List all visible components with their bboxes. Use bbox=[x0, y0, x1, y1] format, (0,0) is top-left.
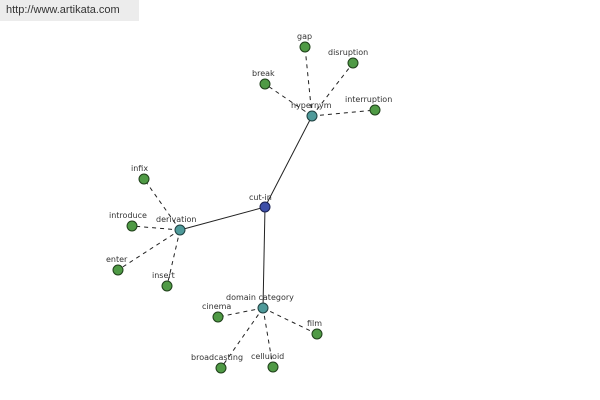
node-label: gap bbox=[297, 32, 312, 41]
node-label: introduce bbox=[109, 211, 147, 220]
edge-hypernym-break bbox=[264, 83, 313, 117]
edge-hypernym-interruption bbox=[311, 109, 376, 117]
node-domain-category[interactable]: domain category bbox=[226, 293, 294, 314]
node-film[interactable]: film bbox=[307, 319, 323, 340]
node-interruption[interactable]: interruption bbox=[345, 95, 392, 116]
node-label: broadcasting bbox=[191, 353, 243, 362]
node-hypernym[interactable]: hypernym bbox=[291, 101, 332, 122]
edge-derivation-insert bbox=[166, 229, 181, 287]
edge-domain-category-film bbox=[262, 307, 318, 335]
node-disruption[interactable]: disruption bbox=[328, 48, 368, 69]
node-label: interruption bbox=[345, 95, 392, 104]
node-broadcasting[interactable]: broadcasting bbox=[191, 353, 243, 374]
node-label: disruption bbox=[328, 48, 368, 57]
node-cinema[interactable]: cinema bbox=[202, 302, 231, 323]
node-introduce[interactable]: introduce bbox=[109, 211, 147, 232]
site-url[interactable]: http://www.artikata.com bbox=[0, 0, 139, 21]
node-label: infix bbox=[131, 164, 148, 173]
node-label: celluloid bbox=[251, 352, 284, 361]
node-label: cut-in bbox=[249, 193, 272, 202]
node-label: break bbox=[252, 69, 275, 78]
node-derivation[interactable]: derivation bbox=[156, 215, 196, 236]
edge-cut-in-derivation bbox=[179, 206, 266, 231]
edge-cut-in-hypernym bbox=[264, 115, 313, 208]
node-cut-in[interactable]: cut-in bbox=[249, 193, 272, 213]
node-break[interactable]: break bbox=[252, 69, 275, 90]
node-label: cinema bbox=[202, 302, 231, 311]
node-infix[interactable]: infix bbox=[131, 164, 150, 185]
node-label: hypernym bbox=[291, 101, 332, 110]
edge-hypernym-disruption bbox=[311, 62, 354, 117]
node-insert[interactable]: insert bbox=[152, 271, 175, 292]
edge-hypernym-gap bbox=[304, 46, 313, 117]
edge-derivation-infix bbox=[143, 178, 181, 231]
node-celluloid[interactable]: celluloid bbox=[251, 352, 284, 373]
edge-domain-category-celluloid bbox=[262, 307, 274, 368]
node-label: enter bbox=[106, 255, 128, 264]
node-label: insert bbox=[152, 271, 175, 280]
node-enter[interactable]: enter bbox=[106, 255, 128, 276]
node-label: domain category bbox=[226, 293, 294, 302]
edge-derivation-introduce bbox=[131, 225, 181, 231]
node-label: derivation bbox=[156, 215, 196, 224]
node-gap[interactable]: gap bbox=[297, 32, 312, 53]
edge-derivation-enter bbox=[117, 229, 181, 271]
node-label: film bbox=[307, 319, 322, 328]
edge-cut-in-domain-category bbox=[262, 206, 266, 309]
